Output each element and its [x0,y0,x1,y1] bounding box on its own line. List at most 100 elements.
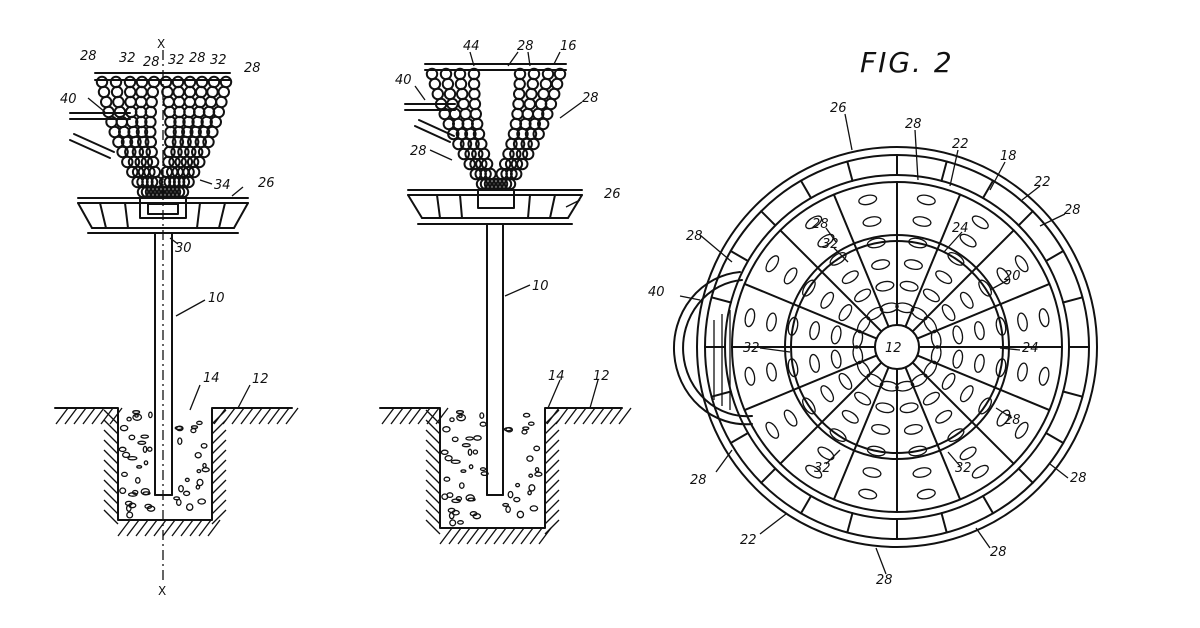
ref-label: 14 [548,369,565,384]
chain-loop [971,464,989,479]
hatch-mark [582,407,596,425]
chain-loop [952,325,964,345]
chain-loop [912,467,932,478]
gravel-stone [128,434,136,441]
hatch-mark [103,469,119,485]
ref-label: 12 [252,372,269,387]
chain-loop [866,306,884,321]
ref-label: 20 [1004,269,1021,284]
chain-link [459,107,472,121]
gravel-stone [465,436,474,441]
ref-label: 32 [210,53,227,68]
gravel-stone [190,425,199,430]
figure-title: FIG. 2 [860,46,954,79]
hatch-mark [544,449,560,465]
pole [486,223,504,496]
chain-loop [871,259,891,270]
chain-loop [820,385,835,403]
flying-disc [404,103,456,143]
chain-assembly [95,75,233,199]
chain-link [469,107,482,121]
chain-loop [1014,421,1029,439]
chain-loop [862,467,882,478]
basket-spoke [729,432,749,444]
hatch-mark [520,527,534,545]
ref-label: 40 [648,285,665,300]
hatch-mark [544,469,560,485]
chain-loop [809,353,820,373]
chain-loop [959,291,974,309]
ref-label: 16 [560,39,577,54]
gravel-stone [451,509,460,516]
chain-loop [838,304,853,322]
hatch-mark [425,509,441,525]
ref-label: 28 [410,144,427,159]
chain-link [523,97,536,111]
gravel-stone [444,455,453,462]
chain-loop [838,372,853,390]
chain-link [511,107,524,121]
gravel-stone [450,459,461,465]
chain-loop [841,409,859,424]
ref-label: 22 [740,533,757,548]
ref-label: 10 [532,279,549,294]
hatch-mark [267,407,281,425]
ref-label: 18 [1000,149,1017,164]
chain-link [550,77,564,91]
hatch-mark [231,407,245,425]
chain-loop [852,329,864,349]
chain-link [162,95,175,109]
chain-link [172,85,185,99]
chain-link [146,155,160,169]
ref-label: 32 [119,51,136,66]
gravel-stone [197,498,207,505]
hatch-mark [258,407,272,425]
hatch-mark [240,407,254,425]
gravel-stone [195,484,201,490]
gravel-stone [451,498,461,504]
chain-link [147,75,161,89]
chain-link [144,135,158,149]
basket-spoke [800,179,812,199]
chain-loop [935,270,953,285]
hatch-mark [544,429,560,445]
ref-label: 28 [189,51,206,66]
gravel-stone [503,427,513,432]
chain-loop [903,424,923,435]
gravel-stone [458,482,465,489]
gravel-stone [527,421,535,426]
gravel-stone [127,492,138,497]
chain-loop [866,237,886,249]
gravel-stone [534,466,540,473]
gravel-stone [460,469,467,473]
basket-spoke [710,390,732,398]
chain-loop [862,216,882,227]
hatch-mark [211,509,227,525]
chain-link [217,85,231,99]
hatch-mark [425,439,441,455]
chain-loops [744,194,1050,500]
chain-loop [830,325,842,345]
chain-link [207,75,221,89]
gravel-stone [121,471,128,478]
hatch-mark [457,527,471,545]
gravel-stone [465,494,475,502]
gravel-stone [472,449,479,455]
gravel-stone [147,446,153,452]
axis-label-top: X [157,37,165,51]
hatch-mark [103,499,119,515]
chain-link [468,97,482,111]
hatch-mark [117,519,131,537]
gravel-stone [451,436,459,443]
chain-loop [856,360,871,378]
chain-loop [923,360,938,378]
chain-link [146,85,160,99]
basket-spoke [1045,250,1065,262]
hatch-mark [591,407,605,425]
support-spoke [832,193,890,328]
chain-link [202,135,215,149]
chain-link [467,77,481,91]
gravel-stone [185,503,194,511]
hatch-mark [544,409,560,425]
